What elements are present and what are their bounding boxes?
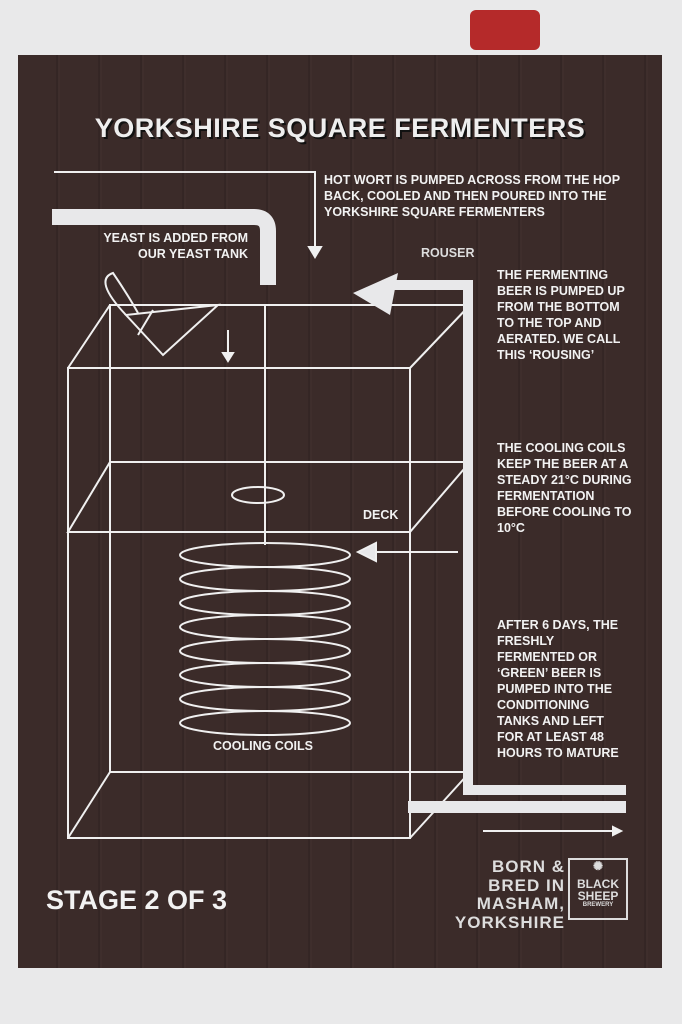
deck-label: DECK bbox=[363, 508, 399, 522]
cooling-coils bbox=[179, 542, 351, 736]
yeast-text: YEAST IS ADDED FROM OUR YEAST TANK bbox=[103, 231, 248, 261]
after-text: AFTER 6 DAYS, THE FRESHLY FERMENTED OR ‘… bbox=[497, 618, 619, 760]
poster: YORKSHIRE SQUARE FERMENTERS HOT WORT IS … bbox=[18, 55, 662, 968]
cooling-text: THE COOLING COILS KEEP THE BEER AT A STE… bbox=[497, 441, 632, 535]
rouser-label: ROUSER bbox=[421, 246, 475, 260]
born-bred-text: BORN & BRED IN MASHAM, YORKSHIRE bbox=[454, 857, 565, 933]
logo-line2: SHEEP bbox=[577, 889, 619, 903]
red-object bbox=[470, 10, 540, 50]
rousing-text: THE FERMENTING BEER IS PUMPED UP FROM TH… bbox=[497, 268, 625, 362]
fermenter-diagram bbox=[52, 171, 626, 839]
stage-label: STAGE 2 OF 3 bbox=[46, 885, 228, 915]
logo-line3: BREWERY bbox=[582, 902, 614, 908]
poster-title: YORKSHIRE SQUARE FERMENTERS bbox=[94, 113, 586, 143]
rouser-arrow bbox=[353, 273, 398, 315]
hot-wort-text: HOT WORT IS PUMPED ACROSS FROM THE HOP B… bbox=[324, 173, 620, 219]
yeast-jug-icon bbox=[104, 271, 221, 357]
yeast-pipe bbox=[52, 209, 276, 285]
cooling-coils-label: COOLING COILS bbox=[213, 739, 313, 753]
wort-arrow bbox=[54, 171, 323, 259]
rouser-pipe bbox=[390, 280, 626, 795]
logo-line1: BLACK bbox=[577, 877, 619, 891]
tank-box bbox=[66, 304, 473, 839]
